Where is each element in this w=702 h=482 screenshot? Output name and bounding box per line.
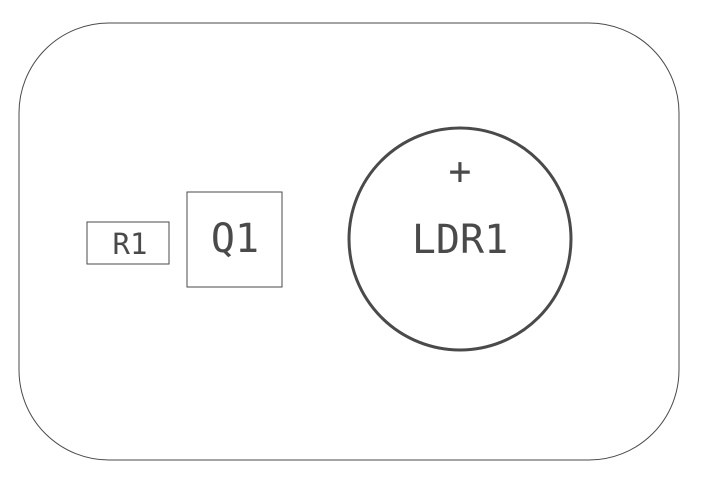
component-ldr1: + LDR1 — [347, 126, 573, 352]
r1-label: R1 — [113, 227, 148, 261]
r1-outline — [86, 221, 170, 265]
component-q1: Q1 — [186, 191, 283, 288]
component-r1: R1 — [86, 221, 170, 265]
ldr1-outline — [347, 126, 573, 352]
board-outline — [18, 22, 680, 461]
ldr1-label: LDR1 — [412, 217, 508, 263]
ldr1-polarity-mark: + — [449, 149, 472, 193]
q1-label: Q1 — [211, 216, 259, 262]
q1-outline — [186, 191, 283, 288]
